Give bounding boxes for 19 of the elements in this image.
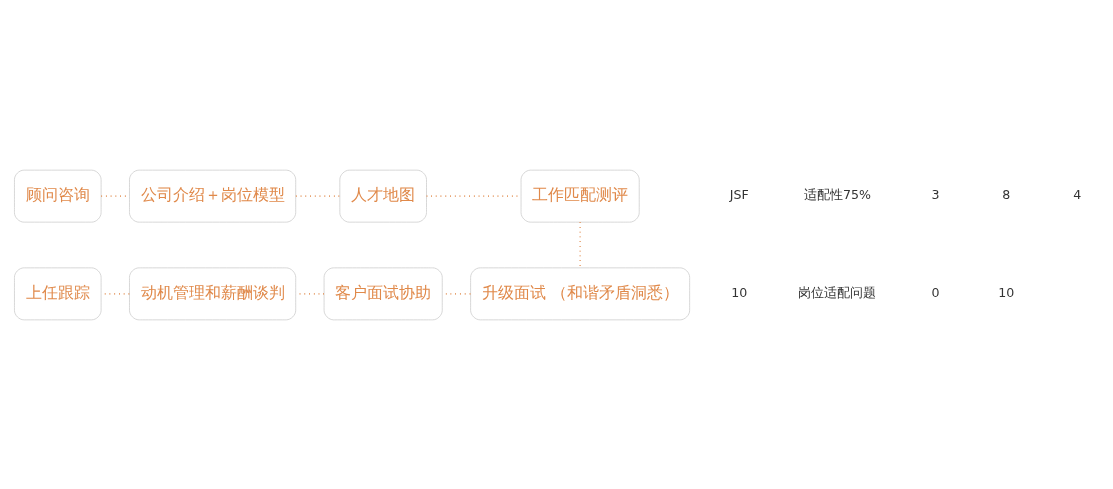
node-box: 客户面试协助 <box>323 266 443 320</box>
connector <box>295 194 341 197</box>
label: 岗位适配问题 <box>798 284 877 300</box>
label: 10 <box>998 284 1015 300</box>
label: 8 <box>1002 186 1011 202</box>
node-box: 公司介绍＋岗位模型 <box>129 169 297 223</box>
connector <box>579 221 581 268</box>
node-box: 上任跟踪 <box>14 266 102 320</box>
label: 适配性75% <box>803 186 871 202</box>
label: 0 <box>931 284 940 300</box>
node-box: 动机管理和薪酬谈判 <box>129 266 297 320</box>
node-box: 顾问咨询 <box>14 169 102 223</box>
label: 4 <box>1073 186 1082 202</box>
label: 10 <box>731 284 748 300</box>
node-box: 人才地图 <box>339 169 427 223</box>
node-box: 升级面试 （和谐矛盾洞悉） <box>470 266 691 320</box>
label: 3 <box>931 186 940 202</box>
node-box: 工作匹配测评 <box>520 169 640 223</box>
label: JSF <box>729 186 749 202</box>
